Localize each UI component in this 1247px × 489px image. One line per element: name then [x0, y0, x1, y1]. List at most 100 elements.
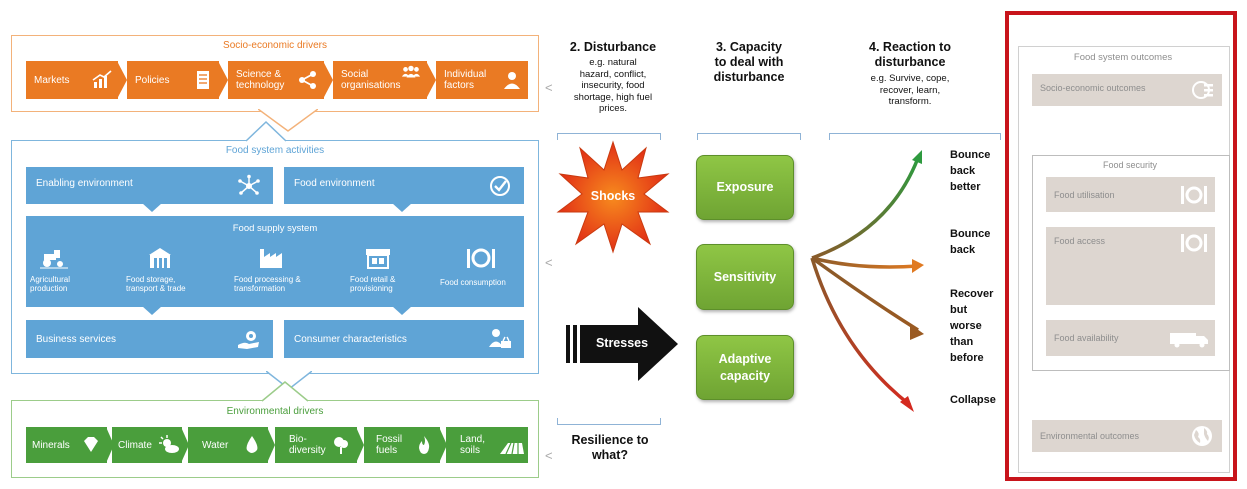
sun-cloud-icon: [159, 435, 179, 453]
driver-science-technology: Science & technology: [228, 61, 324, 99]
consumer-characteristics: Consumer characteristics: [284, 320, 524, 358]
share-icon: [299, 71, 316, 89]
warehouse-icon: [149, 248, 171, 268]
reaction-collapse: Collapse: [950, 392, 1010, 408]
title-line: 3. Capacity: [715, 40, 782, 54]
supply-item-label: Food processing & transformation: [234, 275, 301, 293]
gem-icon: [84, 437, 98, 452]
business-services: Business services: [26, 320, 273, 358]
food-access: Food access: [1046, 227, 1215, 305]
driver-individual-factors: Individual factors: [436, 61, 528, 99]
bracket: [697, 133, 801, 140]
activities-title: Food system activities: [225, 145, 325, 156]
sensitivity-box: Sensitivity: [696, 244, 794, 310]
resilience-text: Resilience to what?: [571, 433, 649, 462]
people-icon: [401, 65, 421, 78]
curve-collapse: [810, 257, 912, 407]
resilience-question: Resilience to what?: [560, 433, 660, 463]
outcomes-title: Food system outcomes: [1073, 52, 1173, 63]
title-line: 4. Reaction to: [869, 40, 951, 54]
enabling-environment: Enabling environment: [26, 167, 273, 204]
driver-label: Bio-diversity: [289, 434, 326, 456]
chevron-separator: [117, 61, 127, 99]
outcome-label: Food utilisation: [1054, 190, 1115, 200]
reaction-subtitle: e.g. Survive, cope, recover, learn, tran…: [852, 73, 968, 108]
food-environment-label: Food environment: [294, 178, 375, 189]
chevron-down-icon: [392, 203, 412, 212]
enabling-environment-label: Enabling environment: [36, 178, 133, 189]
shocks-starburst: [556, 140, 670, 254]
adaptive-capacity-label: Adaptive capacity: [718, 351, 772, 383]
truck-icon: [1170, 333, 1208, 348]
reaction-curves: [810, 150, 924, 412]
chevron-down-icon: [142, 306, 162, 315]
exposure-box: Exposure: [696, 155, 794, 220]
arrowhead: [912, 259, 924, 273]
driver-label: Water: [202, 439, 229, 451]
supply-item-processing: Food processing & transformation: [234, 247, 314, 293]
title-line: disturbance: [874, 55, 946, 69]
supply-item-label: Food retail & provisioning: [350, 275, 396, 293]
document-icon: [197, 71, 209, 89]
shocks-label: Shocks: [590, 189, 636, 203]
arrowhead: [900, 396, 914, 412]
driver-climate: Climate: [112, 427, 182, 463]
factory-icon: [260, 249, 282, 268]
tree-icon: [334, 437, 348, 454]
chevron-left-icon: <: [545, 448, 553, 463]
reaction-bounce-back-better: Bounce back better: [950, 147, 994, 195]
subtitle-line: shortage, high fuel: [573, 91, 653, 103]
fork-plate-knife-icon: [467, 248, 495, 268]
supply-item-retail: Food retail & provisioning: [350, 247, 430, 293]
chevron-separator: [181, 427, 189, 463]
environmental-outcomes: Environmental outcomes: [1032, 420, 1222, 452]
supply-item-label: Food consumption: [440, 278, 506, 287]
reaction-title: 4. Reaction to disturbance: [852, 40, 968, 70]
chevron-separator: [426, 61, 436, 99]
curve-recover-worse: [810, 256, 919, 332]
reaction-label: Bounce back: [950, 228, 991, 256]
food-security-frame: [1032, 155, 1230, 371]
subtitle-line: prices.: [599, 103, 627, 114]
supply-item-label: Food storage, transport & trade: [126, 275, 186, 293]
tractor-icon: [40, 250, 68, 269]
supply-item-agricultural: Agricultural production: [30, 247, 110, 293]
check-circle-icon: [490, 176, 510, 196]
subtitle-line: transform.: [888, 96, 932, 107]
outcome-label: Environmental outcomes: [1040, 431, 1140, 441]
driver-label: Individual factors: [444, 69, 487, 91]
flame-icon: [419, 436, 430, 454]
reaction-label: Collapse: [950, 394, 996, 406]
driver-label: Policies: [135, 74, 170, 86]
chevron-separator: [106, 427, 114, 463]
drop-icon: [246, 436, 258, 453]
supply-item-label: Agricultural production: [30, 275, 71, 293]
driver-policies: Policies: [127, 61, 219, 99]
chevron-separator: [439, 427, 447, 463]
subtitle-line: recover, learn,: [879, 84, 941, 96]
socio-economic-outcomes: Socio-economic outcomes: [1032, 74, 1222, 106]
reaction-label: Bounce back better: [950, 149, 991, 193]
consumer-characteristics-label: Consumer characteristics: [294, 334, 407, 345]
environmental-title: Environmental drivers: [226, 406, 324, 417]
chevron-down-icon: [392, 306, 412, 315]
chevron-down-icon: [142, 203, 162, 212]
driver-label: Science & technology: [236, 69, 285, 91]
subtitle-line: hazard, conflict,: [579, 68, 647, 80]
bracket: [557, 133, 661, 140]
person-basket-icon: [489, 329, 511, 348]
env-frame-notch: [262, 381, 308, 402]
network-icon: [238, 174, 260, 195]
chevron-separator: [218, 61, 228, 99]
title-line: to deal with: [714, 55, 784, 69]
driver-label: Fossil fuels: [376, 434, 403, 456]
business-services-label: Business services: [36, 334, 117, 345]
subtitle-line: insecurity, food: [581, 80, 645, 91]
food-availability: Food availability: [1046, 320, 1215, 356]
arrowhead: [912, 150, 922, 164]
food-utilisation: Food utilisation: [1046, 177, 1215, 212]
stresses-label: Stresses: [595, 336, 649, 350]
outcomes-highlight-frame: [1005, 11, 1237, 481]
driver-label: Land, soils: [460, 434, 486, 456]
food-security-title: Food security: [1102, 160, 1158, 170]
